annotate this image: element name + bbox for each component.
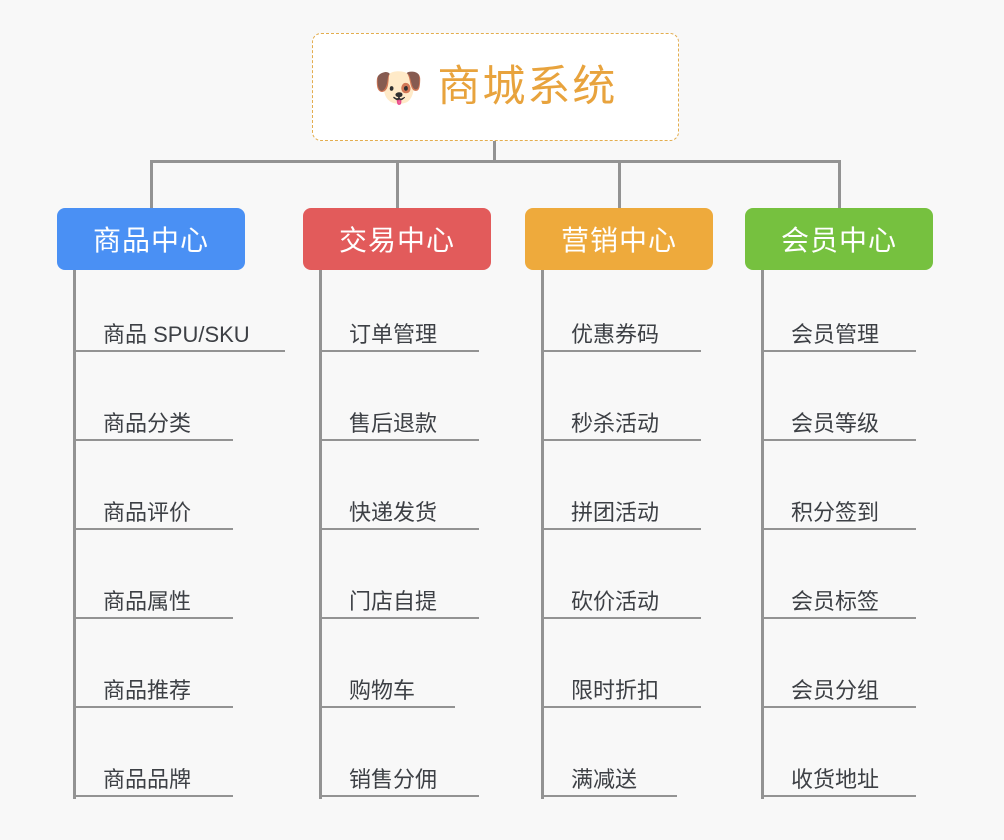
leaf-label: 收货地址 [791, 767, 880, 792]
leaf-underline [761, 706, 916, 708]
leaf-underline [761, 439, 916, 441]
leaf-underline [761, 528, 916, 530]
leaf-label: 购物车 [349, 678, 416, 703]
leaf-underline [541, 528, 701, 530]
leaf-underline [319, 706, 455, 708]
leaf-label: 满减送 [571, 767, 638, 792]
leaf-underline [73, 617, 233, 619]
leaf-underline [319, 617, 479, 619]
connector-drop-trade-center [396, 160, 399, 208]
connector-drop-member-center [838, 160, 841, 208]
leaf-label: 销售分佣 [349, 767, 438, 792]
branch-spine-member-center [761, 270, 764, 799]
leaf-label: 拼团活动 [571, 500, 660, 525]
leaf-label: 商品评价 [103, 500, 192, 525]
connector-horizontal-bus [150, 160, 841, 163]
root-node[interactable]: 🐶 商城系统 [312, 33, 679, 141]
leaf-underline [319, 528, 479, 530]
category-label: 商品中心 [92, 225, 209, 256]
category-card-member-center[interactable]: 会员中心 [745, 208, 933, 270]
category-card-trade-center[interactable]: 交易中心 [303, 208, 491, 270]
leaf-underline [73, 439, 233, 441]
category-card-marketing-center[interactable]: 营销中心 [525, 208, 713, 270]
leaf-label: 会员管理 [791, 322, 880, 347]
leaf-label: 会员分组 [791, 678, 880, 703]
leaf-label: 快递发货 [349, 500, 438, 525]
leaf-label: 商品属性 [103, 589, 192, 614]
leaf-label: 商品 SPU/SKU [103, 322, 250, 347]
leaf-label: 订单管理 [349, 322, 438, 347]
leaf-underline [541, 795, 677, 797]
leaf-label: 商品品牌 [103, 767, 192, 792]
leaf-label: 优惠券码 [571, 322, 660, 347]
leaf-label: 砍价活动 [571, 589, 660, 614]
leaf-label: 门店自提 [349, 589, 438, 614]
leaf-underline [319, 350, 479, 352]
leaf-label: 商品分类 [103, 411, 192, 436]
leaf-underline [761, 350, 916, 352]
leaf-underline [319, 795, 479, 797]
branch-spine-product-center [73, 270, 76, 799]
leaf-label: 限时折扣 [571, 678, 660, 703]
leaf-underline [73, 706, 233, 708]
leaf-underline [73, 528, 233, 530]
leaf-underline [541, 617, 701, 619]
leaf-underline [541, 706, 701, 708]
leaf-label: 商品推荐 [103, 678, 192, 703]
leaf-underline [73, 350, 285, 352]
leaf-label: 售后退款 [349, 411, 438, 436]
branch-spine-marketing-center [541, 270, 544, 799]
leaf-label: 会员等级 [791, 411, 880, 436]
branch-spine-trade-center [319, 270, 322, 799]
leaf-underline [761, 617, 916, 619]
leaf-underline [761, 795, 916, 797]
leaf-label: 秒杀活动 [571, 411, 660, 436]
connector-root-stem [493, 141, 496, 162]
connector-drop-product-center [150, 160, 153, 208]
dog-face-icon: 🐶 [373, 66, 424, 110]
root-title: 商城系统 [437, 62, 618, 111]
leaf-underline [541, 350, 701, 352]
category-label: 营销中心 [560, 225, 677, 256]
category-card-product-center[interactable]: 商品中心 [57, 208, 245, 270]
category-label: 交易中心 [338, 225, 455, 256]
leaf-label: 会员标签 [791, 589, 880, 614]
connector-drop-marketing-center [618, 160, 621, 208]
leaf-label: 积分签到 [791, 500, 880, 525]
leaf-underline [73, 795, 233, 797]
category-label: 会员中心 [780, 225, 897, 256]
leaf-underline [319, 439, 479, 441]
leaf-underline [541, 439, 701, 441]
